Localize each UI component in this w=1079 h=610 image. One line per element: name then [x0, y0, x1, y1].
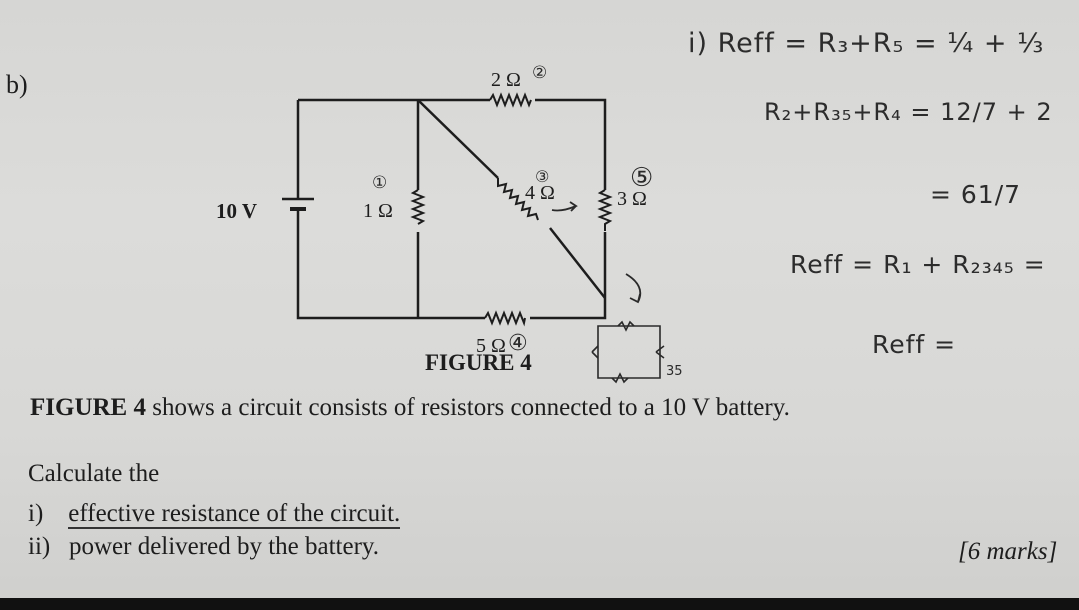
circuit-wires	[296, 98, 607, 320]
question-intro: FIGURE 4 shows a circuit consists of res…	[30, 394, 790, 422]
item-1-number: i)	[28, 500, 44, 527]
figure-caption: FIGURE 4	[425, 350, 532, 375]
r2-label: 2 Ω	[491, 69, 521, 91]
handwriting-line-5: Reff =	[872, 330, 957, 359]
r3-tag: ③	[535, 167, 549, 186]
question-item-2: ii) power delivered by the battery.	[28, 533, 379, 561]
item-2-text: power delivered by the battery.	[68, 533, 380, 560]
down-arrow-sketch	[625, 273, 642, 304]
resistor-3ohm-zigzag	[597, 189, 613, 231]
marks-label: [6 marks]	[958, 538, 1058, 565]
r5-label: 3 Ω	[617, 188, 647, 210]
question-item-1: i) effective resistance of the circuit.	[28, 500, 401, 529]
r1-tag: ①	[372, 173, 387, 193]
resistor-1ohm-zigzag	[410, 189, 426, 225]
resistor-5ohm-zigzag	[484, 310, 526, 327]
handwriting-line-2: R₂+R₃₅+R₄ = 12/7 + 2	[764, 98, 1053, 126]
bottom-shadow-bar	[0, 598, 1079, 610]
simplified-sketch	[591, 320, 665, 384]
r1-label: 1 Ω	[363, 200, 393, 222]
question-intro-figure-ref: FIGURE 4	[30, 394, 146, 421]
battery-symbol	[282, 190, 314, 222]
item-1-text: effective resistance of the circuit.	[68, 500, 401, 529]
r4-label: 5 Ω	[476, 335, 506, 357]
part-label: b)	[6, 70, 28, 99]
question-intro-text: shows a circuit consists of resistors co…	[145, 394, 790, 421]
handwriting-line-3: = 61/7	[930, 180, 1022, 209]
resistor-4ohm-zigzag	[497, 178, 539, 221]
item-2-number: ii)	[28, 533, 51, 560]
r3-label: 4 Ω	[525, 182, 555, 204]
question-calc: Calculate the	[28, 460, 160, 487]
r5-tag: ⑤	[630, 163, 653, 193]
handwriting-line-4: Reff = R₁ + R₂₃₄₅ =	[790, 250, 1046, 279]
handwriting-line-1: i) Reff = R₃+R₅ = ¼ + ⅓	[688, 28, 1045, 59]
r2-tag: ②	[532, 63, 547, 83]
battery-label: 10 V	[216, 199, 257, 223]
sketch-label: 35	[666, 364, 683, 379]
resistor-2ohm-zigzag	[489, 92, 532, 108]
r4-tag: ④	[508, 331, 528, 356]
arrow-sketch	[551, 201, 578, 212]
